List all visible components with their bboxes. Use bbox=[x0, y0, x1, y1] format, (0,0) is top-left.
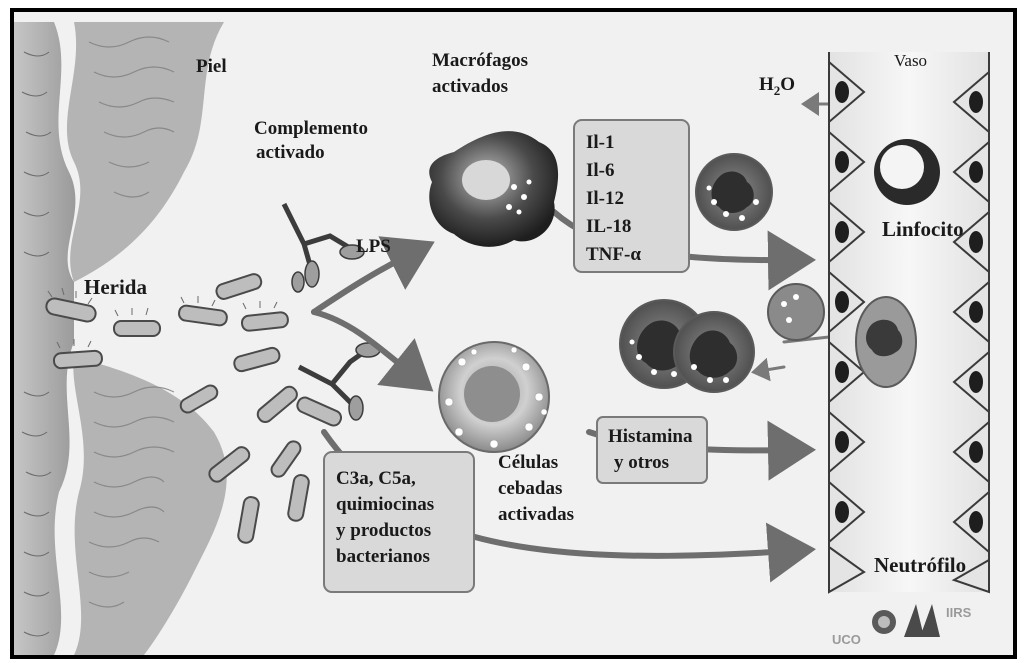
figure-frame: Piel Herida Complemento activado LPS Mac… bbox=[10, 8, 1017, 659]
label-h2o: H2O bbox=[759, 74, 795, 98]
cytokine-il1: Il-1 bbox=[586, 132, 615, 153]
label-piel: Piel bbox=[196, 56, 227, 77]
label-y-otros: y otros bbox=[614, 452, 669, 473]
cytokine-il18: IL-18 bbox=[586, 216, 631, 237]
logo-uco-text: UCO bbox=[832, 632, 861, 647]
label-macrofagos: Macrófagos bbox=[432, 50, 528, 71]
label-linfocito: Linfocito bbox=[882, 217, 964, 241]
cytokine-tnf: TNF-α bbox=[586, 244, 641, 265]
macrophage-cell bbox=[429, 131, 558, 247]
inflammation-diagram: Piel Herida Complemento activado LPS Mac… bbox=[14, 12, 1013, 655]
university-logo: UCO IIRS bbox=[832, 604, 972, 647]
blood-vessel bbox=[829, 52, 989, 592]
skin-tissue bbox=[14, 22, 227, 655]
cytokine-il12: Il-12 bbox=[586, 188, 624, 209]
label-activado: activado bbox=[256, 142, 325, 163]
label-neutrofilo: Neutrófilo bbox=[874, 553, 966, 577]
logo-iirs-text: IIRS bbox=[946, 605, 972, 620]
label-vaso: Vaso bbox=[894, 51, 927, 70]
label-celulas: Células bbox=[498, 452, 558, 473]
label-c3a: C3a, C5a, bbox=[336, 468, 416, 489]
mast-cell bbox=[439, 342, 549, 452]
label-cebadas-activadas: activadas bbox=[498, 504, 574, 525]
label-productos: y productos bbox=[336, 520, 431, 541]
label-macrofagos-activados: activados bbox=[432, 76, 508, 97]
label-cebadas: cebadas bbox=[498, 478, 562, 499]
label-bacterianos: bacterianos bbox=[336, 546, 430, 567]
cytokine-il6: Il-6 bbox=[586, 160, 615, 181]
label-histamina: Histamina bbox=[608, 426, 693, 447]
label-herida: Herida bbox=[84, 275, 147, 299]
label-quimiocinas: quimiocinas bbox=[336, 494, 434, 515]
label-complemento: Complemento bbox=[254, 118, 368, 139]
label-lps: LPS bbox=[356, 236, 391, 257]
